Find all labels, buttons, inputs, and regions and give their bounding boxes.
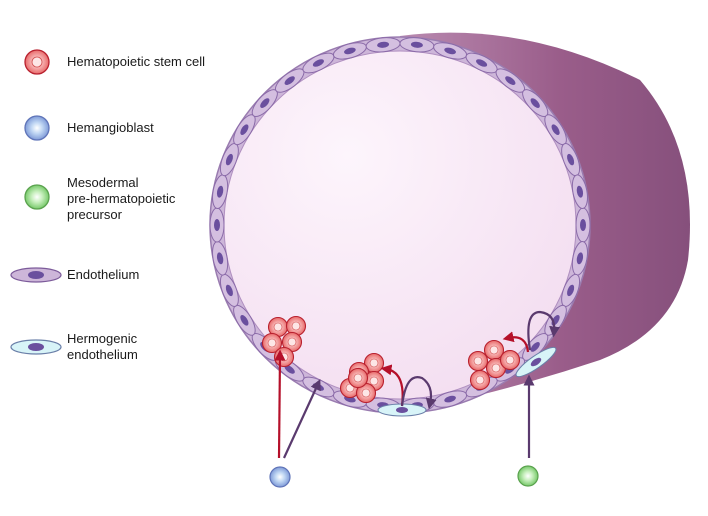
hsc-cell bbox=[467, 350, 489, 372]
legend-mesodermal-label: Mesodermal pre-hermatopoietic precursor bbox=[67, 175, 175, 223]
endothelial-ring bbox=[209, 37, 591, 413]
endothelial-cell bbox=[302, 52, 335, 74]
arrow-red-right bbox=[502, 331, 530, 353]
mesodermal-icon bbox=[24, 184, 50, 210]
endothelial-cell bbox=[219, 273, 239, 307]
hsc-cell bbox=[469, 369, 491, 391]
hsc-cell bbox=[483, 339, 505, 361]
legend-hemogenic-label: Hermogenic endothelium bbox=[67, 331, 138, 363]
hsc-cell bbox=[285, 315, 307, 337]
hemangioblast-cell bbox=[269, 466, 291, 488]
endothelial-cell bbox=[332, 42, 367, 60]
endothelial-cell bbox=[571, 174, 588, 209]
legend-hemogenic-line-2: endothelium bbox=[67, 347, 138, 362]
legend-mesodermal-line-2: pre-hermatopoietic bbox=[67, 191, 176, 206]
legend-hemogenic-line-1: Hermogenic bbox=[67, 331, 138, 346]
legend-mesodermal-line-1: Mesodermal bbox=[67, 175, 139, 190]
hsc-cell bbox=[273, 346, 295, 368]
hsc-cell bbox=[281, 331, 303, 353]
hsc-cell bbox=[499, 349, 521, 371]
arrow-purple-left bbox=[283, 379, 321, 459]
legend-endothelium-label: Endothelium bbox=[67, 267, 140, 282]
hsc-cell bbox=[347, 367, 369, 389]
legend-mesodermal-line-3: precursor bbox=[67, 207, 122, 222]
hsc-cell bbox=[261, 332, 283, 354]
hemogenic-cell-right bbox=[515, 346, 557, 378]
arrow-red-left bbox=[274, 349, 286, 459]
arrow-purple-right-curve bbox=[527, 310, 561, 351]
hemogenic-endothelium-icon bbox=[10, 339, 62, 355]
legend-hsc-label: Hematopoietic stem cell bbox=[67, 54, 205, 69]
endothelium-icon bbox=[10, 267, 62, 283]
endothelial-cell bbox=[561, 273, 581, 307]
mesodermal-cell bbox=[517, 465, 539, 487]
endothelial-cell bbox=[561, 143, 581, 177]
endothelial-cell bbox=[212, 174, 229, 209]
endothelial-cell bbox=[209, 207, 225, 243]
endothelial-cell bbox=[575, 207, 591, 243]
hsc-icon bbox=[24, 49, 50, 75]
arrow-purple-middle bbox=[400, 376, 437, 410]
legend-hemangioblast-label: Hemangioblast bbox=[67, 120, 154, 135]
endothelial-cell bbox=[571, 241, 588, 276]
hemangioblast-icon bbox=[24, 115, 50, 141]
endothelial-cell bbox=[433, 42, 468, 60]
